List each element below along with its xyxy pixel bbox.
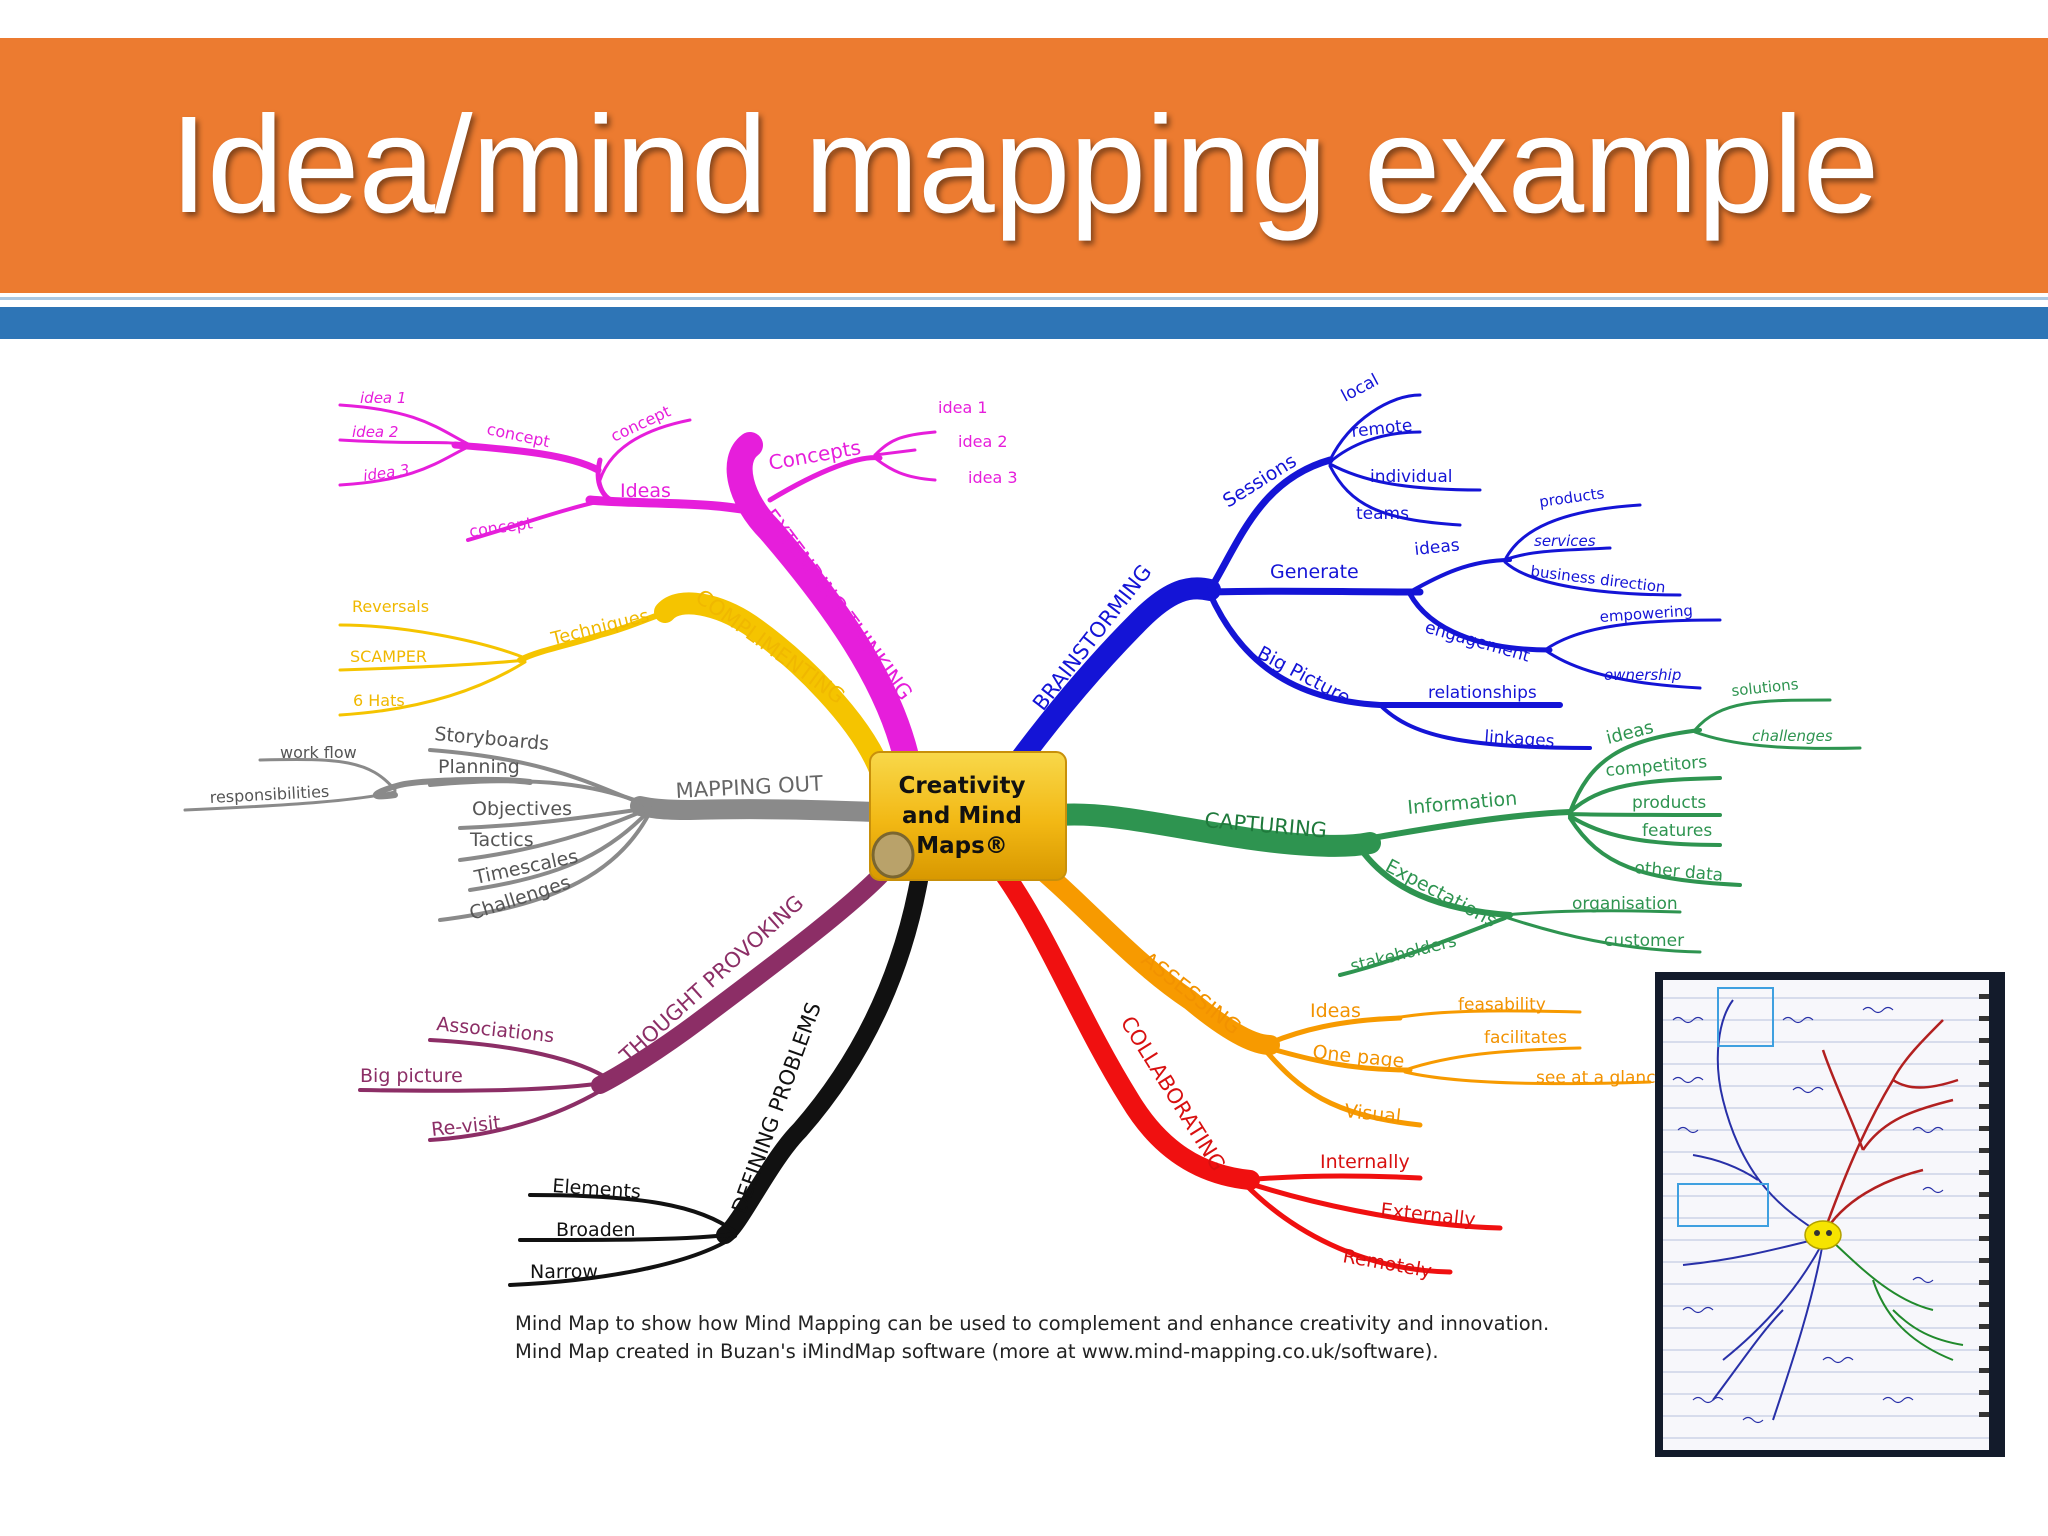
branch-defining-problems	[508, 866, 929, 1287]
label-idea-1: idea 1	[360, 389, 406, 407]
label-techniques: Techniques	[548, 605, 651, 650]
center-node	[869, 751, 1067, 881]
label-engagement: engagement	[1423, 618, 1533, 667]
label-concept-a: concept	[608, 401, 674, 445]
label-products-green: products	[1632, 793, 1706, 813]
label-empowering: empowering	[1599, 602, 1693, 626]
label-assessing: ASSESSING	[1137, 947, 1246, 1039]
label-visual: Visual	[1343, 1100, 1402, 1128]
label-solutions: solutions	[1731, 675, 1800, 700]
label-c-idea-2: idea 2	[958, 432, 1008, 451]
label-reversals: Reversals	[352, 597, 429, 616]
label-mapping-out: MAPPING OUT	[675, 771, 824, 803]
handdrawn-mind-map-image	[1663, 980, 1989, 1450]
label-broaden: Broaden	[556, 1219, 636, 1241]
label-extending-thinking: EXTENDING THINKING	[758, 505, 917, 705]
label-scamper: SCAMPER	[350, 647, 427, 666]
title-band	[0, 38, 2048, 293]
label-competitors: competitors	[1605, 752, 1708, 781]
center-line-2: and Mind	[902, 803, 1022, 829]
diagram-caption: Mind Map to show how Mind Mapping can be…	[515, 1310, 1549, 1366]
label-other-data: other data	[1634, 858, 1724, 886]
label-ideas-blue: ideas	[1413, 535, 1460, 560]
label-6-hats: 6 Hats	[353, 691, 405, 710]
handdrawn-mind-map-sketch	[1663, 987, 1989, 1439]
label-feasability: feasability	[1458, 995, 1546, 1015]
label-local: local	[1338, 370, 1382, 406]
label-objectives: Objectives	[472, 798, 572, 820]
branch-collaborating	[995, 865, 1503, 1275]
label-externally: Externally	[1379, 1199, 1476, 1231]
center-line-1: Creativity	[898, 773, 1025, 799]
label-planning: Planning	[438, 756, 520, 778]
label-thought-provoking: THOUGHT PROVOKING	[615, 891, 809, 1069]
label-work-flow: work flow	[280, 743, 357, 762]
label-features: features	[1642, 821, 1712, 841]
label-ownership: ownership	[1604, 666, 1681, 684]
label-customer: customer	[1604, 931, 1684, 951]
label-individual: individual	[1370, 467, 1453, 487]
label-c-idea-1: idea 1	[938, 398, 988, 417]
branch-capturing	[1049, 698, 1862, 977]
label-ideas-green: ideas	[1604, 717, 1656, 749]
divider-line	[0, 297, 2048, 300]
label-generate: Generate	[1270, 561, 1359, 583]
label-see-at-a-glance: see at a glance	[1536, 1068, 1666, 1088]
label-concept-c: concept	[468, 513, 534, 541]
label-c-idea-3: idea 3	[968, 468, 1018, 487]
label-concepts: Concepts	[767, 435, 863, 475]
label-re-visit: Re-visit	[430, 1112, 501, 1141]
branch-complimenting	[338, 592, 891, 781]
slide-title: Idea/mind mapping example	[169, 88, 1880, 242]
label-big-picture: Big picture	[360, 1065, 463, 1087]
label-idea-2: idea 2	[352, 423, 398, 441]
caption-line-1: Mind Map to show how Mind Mapping can be…	[515, 1312, 1550, 1335]
label-challenges-green: challenges	[1752, 727, 1833, 745]
center-coin-icon	[871, 831, 915, 879]
label-internally: Internally	[1320, 1151, 1410, 1173]
branch-mapping-out	[183, 748, 885, 922]
blue-divider-bar	[0, 307, 2048, 339]
label-relationships: relationships	[1428, 683, 1537, 703]
label-organisation: organisation	[1572, 894, 1678, 914]
label-elements: Elements	[552, 1175, 642, 1203]
label-idea-3: idea 3	[362, 461, 410, 485]
label-information: Information	[1407, 787, 1518, 819]
branch-thought-provoking	[358, 856, 899, 1142]
label-linkages: linkages	[1484, 727, 1556, 752]
mind-map-diagram: Creativity and Mind Maps® EXTENDING THIN…	[183, 370, 1862, 1287]
label-remotely: Remotely	[1341, 1245, 1433, 1282]
label-tactics: Tactics	[469, 829, 534, 851]
label-ideas: Ideas	[620, 480, 671, 502]
branch-extending-thinking	[338, 403, 937, 778]
label-ideas-orange: Ideas	[1310, 1000, 1361, 1022]
branch-brainstorming	[1009, 393, 1722, 771]
label-expectations: Expectations	[1382, 855, 1501, 932]
label-one-page: One page	[1311, 1041, 1405, 1073]
label-narrow: Narrow	[530, 1261, 598, 1283]
caption-line-2: Mind Map created in Buzan's iMindMap sof…	[515, 1340, 1439, 1363]
label-stakeholders: stakeholders	[1348, 931, 1458, 977]
label-facilitates: facilitates	[1484, 1028, 1567, 1048]
label-teams: teams	[1356, 504, 1409, 524]
label-services: services	[1534, 532, 1596, 550]
center-line-3: Maps®	[916, 833, 1008, 859]
label-big-picture-blue: Big Picture	[1254, 642, 1354, 709]
branch-assessing	[1020, 850, 1652, 1128]
label-products-blue: products	[1538, 484, 1606, 511]
